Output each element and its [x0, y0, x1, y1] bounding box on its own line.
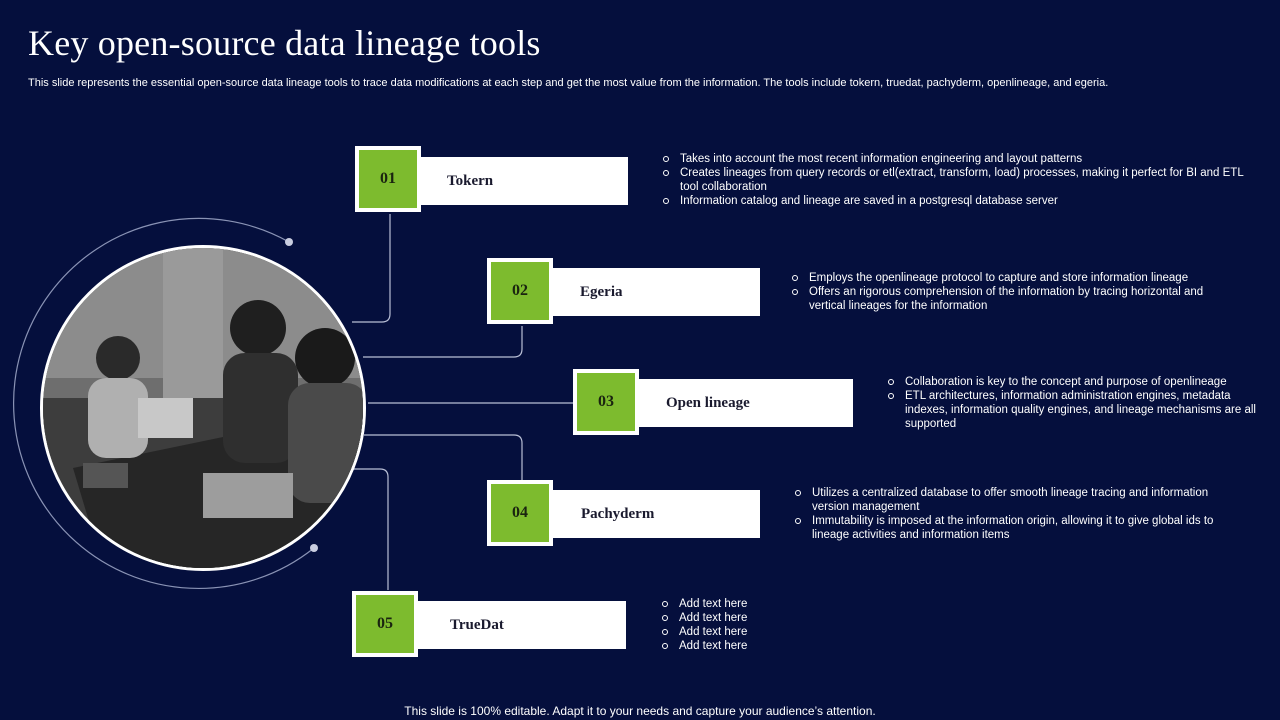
bullet-point: Creates lineages from query records or e…	[662, 166, 1250, 194]
tool-name: Egeria	[580, 284, 623, 300]
slide-subtitle: This slide represents the essential open…	[28, 77, 1109, 89]
arc-dot-bottom	[310, 544, 318, 552]
tool-bar	[636, 379, 853, 427]
tool-bar	[418, 157, 628, 205]
bullet-point: Add text here	[661, 611, 861, 625]
tool-points: Employs the openlineage protocol to capt…	[791, 271, 1236, 313]
tool-bar	[416, 601, 626, 649]
bullet-point: Immutability is imposed at the informati…	[794, 514, 1244, 542]
bullet-point: Add text here	[661, 639, 861, 653]
bullet-point: Employs the openlineage protocol to capt…	[791, 271, 1236, 285]
connector-04	[364, 434, 523, 480]
tool-number-badge: 02	[487, 258, 553, 324]
bullet-point: Offers an rigorous comprehension of the …	[791, 285, 1236, 313]
tool-bar	[550, 490, 760, 538]
bullet-point: Information catalog and lineage are save…	[662, 194, 1262, 208]
tool-number-badge: 05	[352, 591, 418, 657]
meeting-photo	[40, 245, 366, 571]
tool-name: Tokern	[447, 173, 494, 189]
bullet-point: Add text here	[661, 597, 861, 611]
connector-05	[353, 468, 389, 590]
tool-points: Utilizes a centralized database to offer…	[794, 486, 1244, 542]
tool-name: TrueDat	[450, 617, 504, 633]
tool-name: Pachyderm	[581, 506, 655, 522]
bullet-point: Add text here	[661, 625, 861, 639]
tool-points: Takes into account the most recent infor…	[662, 152, 1262, 208]
tool-number-badge: 01	[355, 146, 421, 212]
outer-arc	[13, 217, 315, 590]
tool-points: Add text here Add text here Add text her…	[661, 597, 861, 653]
tool-name: Open lineage	[666, 395, 750, 411]
arc-dot-top	[285, 238, 293, 246]
bullet-point: Collaboration is key to the concept and …	[887, 375, 1259, 389]
slide-title: Key open-source data lineage tools	[28, 23, 541, 63]
bullet-point: Takes into account the most recent infor…	[662, 152, 1262, 166]
tool-number-badge: 03	[573, 369, 639, 435]
bullet-point: Utilizes a centralized database to offer…	[794, 486, 1244, 514]
connector-01	[352, 214, 391, 323]
footer-note: This slide is 100% editable. Adapt it to…	[404, 704, 876, 718]
connector-02	[363, 326, 523, 358]
tool-number-badge: 04	[487, 480, 553, 546]
tool-bar	[550, 268, 760, 316]
tool-points: Collaboration is key to the concept and …	[887, 375, 1259, 431]
bullet-point: ETL architectures, information administr…	[887, 389, 1259, 431]
